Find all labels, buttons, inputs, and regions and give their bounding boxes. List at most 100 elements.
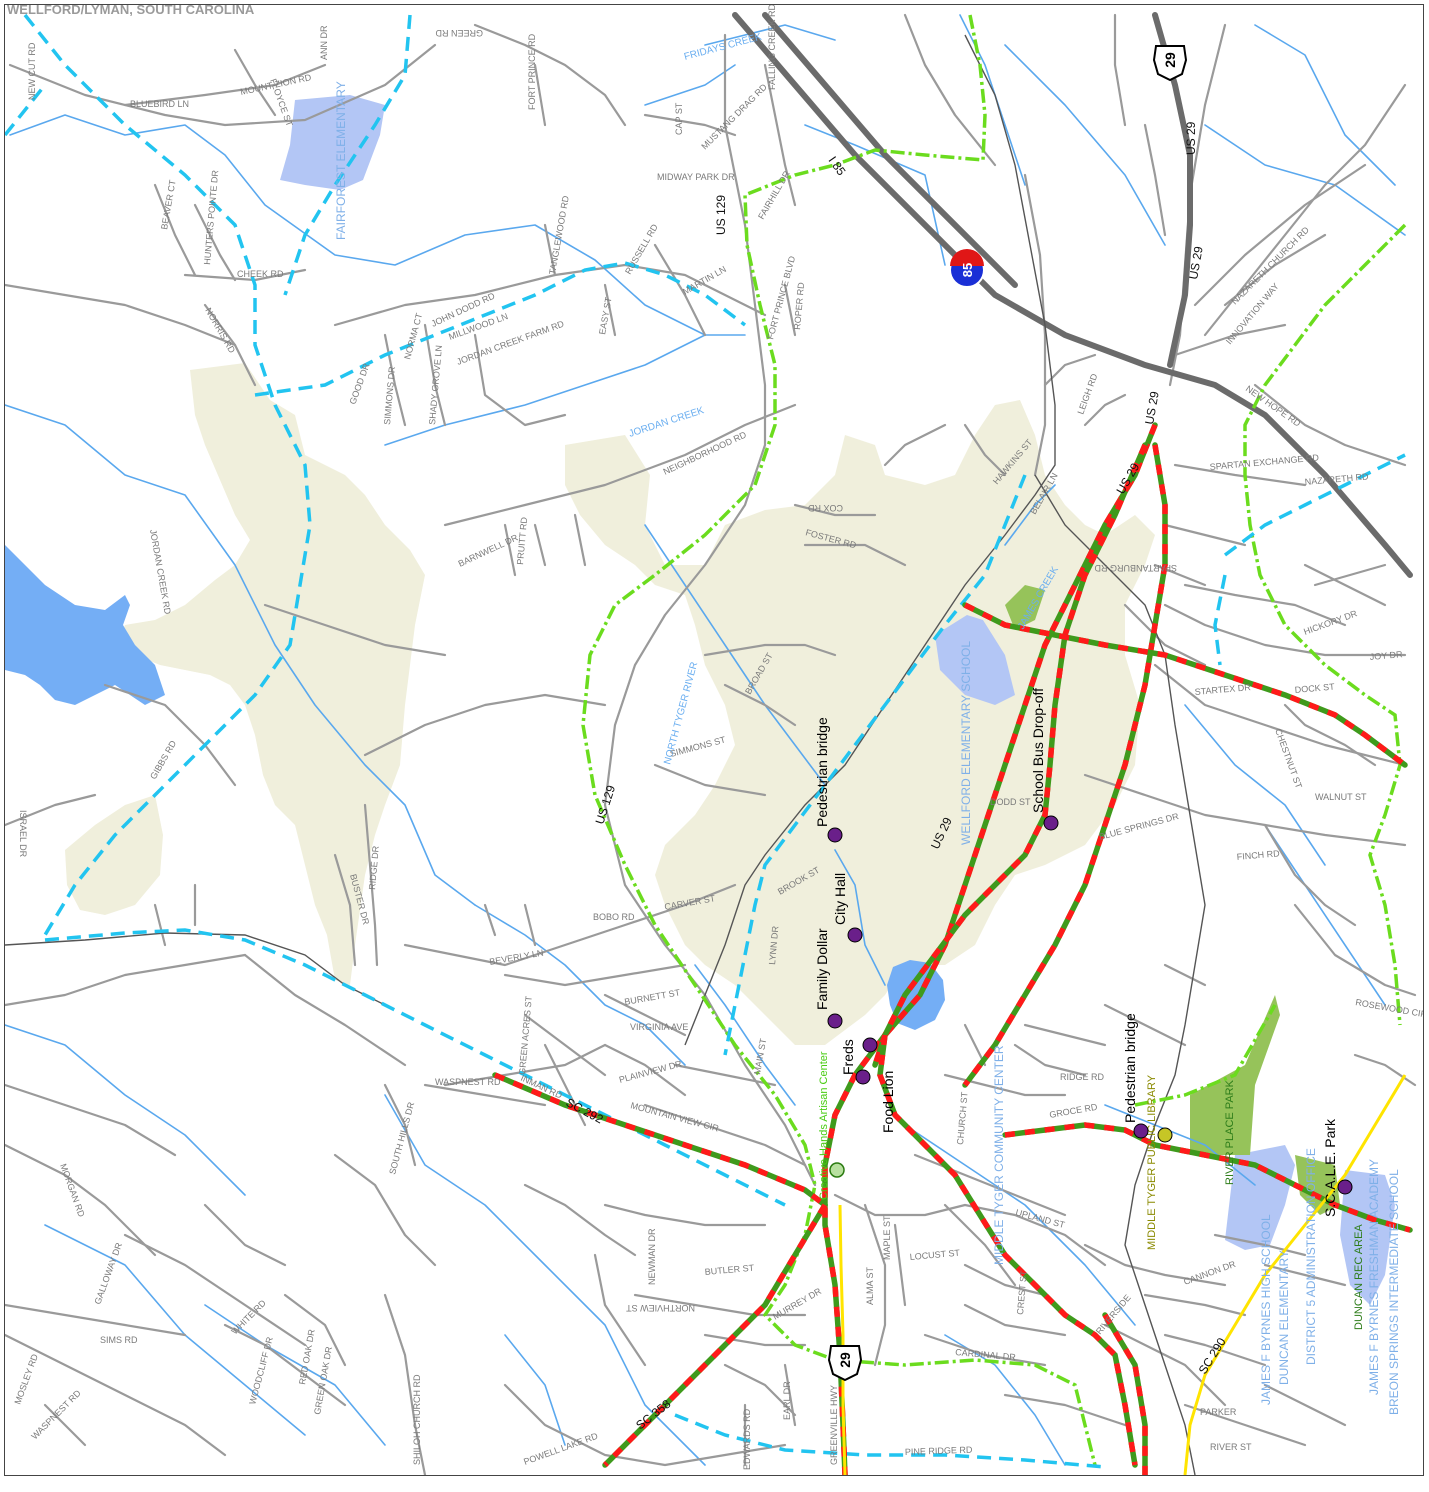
label-street: INNOVATION WAY: [1224, 281, 1281, 346]
label-street: GREENVILLE HWY: [829, 1385, 839, 1465]
bike-routes: [581, 14, 1407, 1466]
label-street: DODD ST: [990, 797, 1031, 807]
poi-label-school-bus: School Bus Drop-off: [1030, 688, 1046, 813]
label-byrnes-high: JAMES F BYRNES HIGH SCHOOL: [1259, 1214, 1273, 1405]
poi-label-pedestrian-bridge-2: Pedestrian bridge: [1122, 1013, 1138, 1123]
poi-dot-library[interactable]: [1157, 1127, 1173, 1143]
poi-dot-creative-hands[interactable]: [829, 1162, 845, 1178]
label-street: NEWMAN DR: [647, 1228, 657, 1285]
label-street: POWELL LAKE RD: [522, 1431, 599, 1467]
label-street: FALLING CREEK RD: [767, 5, 777, 90]
label-street: BUTLER ST: [704, 1263, 755, 1277]
label-street: WALNUT ST: [1315, 792, 1367, 802]
label-street: CHEEK RD: [237, 269, 284, 279]
label-river-place-park: RIVER PLACE PARK: [1224, 1079, 1236, 1185]
label-street: ALMA ST: [865, 1266, 875, 1305]
label-us129-south: US 129: [593, 783, 619, 826]
label-fridays-creek: FRIDAYS CREEK: [683, 32, 763, 63]
poi-dot-freds[interactable]: [862, 1037, 878, 1053]
poi-dot-food-lion[interactable]: [855, 1069, 871, 1085]
label-us29-d: US 29: [1113, 460, 1142, 496]
label-street: JOY DR: [1369, 649, 1403, 662]
label-street: MIDWAY PARK DR: [657, 172, 735, 182]
poi-dot-pedestrian-bridge-1[interactable]: [827, 827, 843, 843]
poi-label-scale-park: S.C.A.L.E. Park: [1322, 1118, 1338, 1217]
us29-shield-top-text: 29: [1162, 52, 1178, 68]
poi-label-pedestrian-bridge-1: Pedestrian bridge: [814, 717, 830, 827]
poi-label-creative-hands: Creative Hands Artisan Center: [818, 1051, 830, 1200]
map-title: WELLFORD/LYMAN, SOUTH CAROLINA: [7, 5, 255, 17]
map-frame[interactable]: WELLFORD/LYMAN, SOUTH CAROLINA: [4, 4, 1424, 1476]
label-street: NORRIS RD: [203, 306, 237, 355]
label-wellford-elementary: WELLFORD ELEMENTARY SCHOOL: [959, 641, 973, 845]
city-limits-area: [65, 363, 1155, 1045]
label-street: MAIN ST: [752, 1037, 768, 1075]
label-street: ANN DR: [319, 25, 329, 60]
poi-label-city-hall: City Hall: [832, 873, 848, 925]
label-middle-tyger-library: MIDDLE TYGER PUBLIC LIBRARY: [1146, 1074, 1158, 1250]
label-street: EARL DR: [782, 1381, 792, 1420]
map-canvas[interactable]: WELLFORD/LYMAN, SOUTH CAROLINA: [5, 5, 1423, 1475]
us29-shield-top: 29: [1152, 45, 1188, 82]
label-street: GREEN OAK DR: [312, 1345, 334, 1415]
label-fairforest: FAIRFOREST ELEMENTARY: [334, 81, 348, 240]
label-street: ROSEWOOD CIR: [1355, 997, 1423, 1020]
label-us29-c: US 29: [1142, 390, 1162, 426]
area-labels: FAIRFOREST ELEMENTARY WELLFORD ELEMENTAR…: [334, 81, 1401, 1415]
pedestrian-routes: [492, 422, 1413, 1475]
label-street: GREEN RD: [435, 28, 483, 38]
label-street: SIMMONS DR: [382, 366, 397, 426]
points-of-interest: Pedestrian bridge City Hall Family Dolla…: [814, 688, 1353, 1217]
label-street: WASPNEST RD: [29, 1388, 83, 1442]
poi-dot-pedestrian-bridge-2[interactable]: [1133, 1123, 1149, 1139]
label-street: NEW CUT RD: [27, 42, 37, 100]
label-street: EDWARDS RD: [742, 1408, 752, 1470]
label-street: BURNETT ST: [624, 987, 682, 1007]
label-street: MORGAN RD: [58, 1162, 87, 1219]
label-street: SPARTANBURG RD: [1094, 563, 1177, 573]
label-street: GOOD DR: [347, 361, 371, 405]
poi-label-freds: Freds: [840, 1039, 856, 1075]
label-street: ISRAEL DR: [18, 810, 28, 858]
poi-dot-city-hall[interactable]: [847, 927, 863, 943]
label-duncan-elementary: DUNCAN ELEMENTARY: [1277, 1250, 1291, 1385]
label-street: RED OAK DR: [297, 1328, 317, 1385]
label-street: GROCE RD: [1049, 1102, 1099, 1120]
label-street: SOUTH HILLS DR: [387, 1100, 416, 1175]
label-street: NORTHVIEW ST: [626, 1303, 695, 1313]
label-street: CHURCH ST: [955, 1091, 970, 1145]
label-street: SIMS RD: [100, 1335, 138, 1345]
label-middle-tyger-cc: MIDDLE TYGER COMMUNITY CENTER: [992, 1045, 1006, 1265]
poi-dot-scale-park[interactable]: [1337, 1179, 1353, 1195]
i85-shield-text: 85: [960, 263, 975, 277]
label-street: CREST ST: [1015, 1270, 1029, 1316]
label-street: FAIRHILL DR: [756, 169, 792, 221]
label-street: PRUITT RD: [515, 516, 529, 565]
label-us129-north: US 129: [714, 195, 728, 235]
label-breon-springs: BREON SPRINGS INTERMEDIATE SCHOOL: [1387, 1169, 1401, 1415]
label-street: RIVER ST: [1210, 1442, 1252, 1452]
label-street: WASPNEST RD: [435, 1077, 501, 1087]
poi-label-food-lion: Food Lion: [880, 1071, 896, 1133]
label-sc292: SC 292: [564, 1095, 606, 1126]
us29-shield-bottom-text: 29: [837, 1352, 853, 1368]
label-us29-b: US 29: [1186, 245, 1206, 281]
label-street: PINE RIDGE RD: [905, 1445, 973, 1457]
label-street: VIRGINIA AVE: [630, 1022, 688, 1032]
yellow-route: [838, 1074, 1407, 1475]
label-street: PLAINVIEW DR: [618, 1058, 683, 1084]
label-sc290: SC 290: [1196, 1335, 1229, 1377]
blue-dashed-routes: [5, 13, 1406, 1469]
label-street: SHILOH CHURCH RD: [412, 1374, 422, 1465]
label-street: MUSTANG DRAG RD: [699, 82, 769, 152]
label-street: STARTEX DR: [1194, 682, 1251, 697]
label-street: LOCUST ST: [909, 1248, 961, 1262]
local-roads: [5, 23, 1417, 1475]
label-street: LYNN DR: [767, 925, 780, 965]
label-street: COX RD: [807, 503, 843, 513]
poi-dot-school-bus[interactable]: [1043, 815, 1059, 831]
label-street: MAPLE ST: [882, 1215, 892, 1260]
poi-dot-family-dollar[interactable]: [827, 1013, 843, 1029]
label-street: WOODCLIFF DR: [247, 1335, 275, 1405]
label-street: JORDAN CREEK RD: [148, 529, 173, 616]
